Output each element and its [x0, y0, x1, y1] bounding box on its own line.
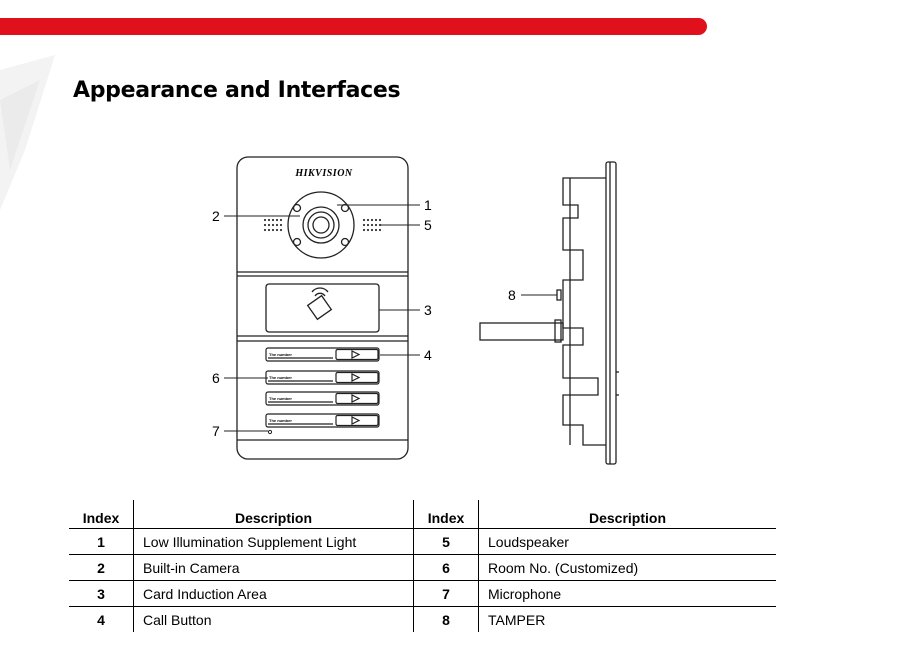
microphone-hole — [267, 429, 273, 435]
index-cell: 7 — [413, 580, 479, 607]
callout-lines — [224, 204, 557, 432]
description-cell: Card Induction Area — [133, 580, 414, 607]
speaker-grille-left — [263, 218, 283, 232]
callout-7: 7 — [212, 423, 220, 439]
speaker-grille-right — [362, 218, 382, 232]
description-cell: Call Button — [133, 606, 414, 632]
description-cell: Room No. (Customized) — [478, 554, 776, 581]
callout-4: 4 — [424, 347, 432, 363]
description-cell: Microphone — [478, 580, 776, 607]
decorative-watermark-shape — [0, 55, 55, 210]
button-label-4: The number — [269, 418, 292, 423]
button-label-2: The number — [269, 375, 292, 380]
button-label-3: The number — [269, 396, 292, 401]
table-row: 2 Built-in Camera 6 Room No. (Customized… — [69, 554, 776, 581]
callout-5: 5 — [424, 217, 432, 233]
index-cell: 1 — [69, 528, 134, 555]
index-cell: 2 — [69, 554, 134, 581]
table-row: 1 Low Illumination Supplement Light 5 Lo… — [69, 528, 776, 555]
index-cell: 3 — [69, 580, 134, 607]
callout-3: 3 — [424, 302, 432, 318]
built-in-camera — [287, 191, 355, 259]
call-buttons — [265, 347, 380, 428]
description-cell: TAMPER — [478, 606, 776, 632]
page-title: Appearance and Interfaces — [73, 78, 401, 103]
description-cell: Built-in Camera — [133, 554, 414, 581]
header-index: Index — [413, 500, 479, 529]
header-description: Description — [478, 500, 776, 529]
index-cell: 8 — [413, 606, 479, 632]
index-cell: 4 — [97, 611, 105, 628]
index-cell: 5 — [413, 528, 479, 555]
table-header-row: Index Description Index Description — [69, 500, 776, 529]
callout-1: 1 — [424, 197, 432, 213]
header-index: Index — [69, 500, 134, 529]
side-view — [479, 161, 619, 465]
callout-6: 6 — [212, 370, 220, 386]
description-cell: Low Illumination Supplement Light — [133, 528, 414, 555]
interfaces-table: Index Description Index Description 1 Lo… — [69, 500, 776, 632]
header-accent-bar — [0, 18, 707, 35]
device-diagram — [224, 156, 619, 465]
button-label-1: The number — [269, 352, 292, 357]
callout-2: 2 — [212, 208, 220, 224]
header-description: Description — [133, 500, 414, 529]
callout-8: 8 — [508, 287, 516, 303]
brand-logo: HIKVISION — [295, 168, 353, 179]
card-induction-area — [265, 283, 380, 333]
table-row: 3 Card Induction Area 7 Microphone — [69, 580, 776, 607]
table-row: 4 Call Button 8 TAMPER — [69, 606, 776, 632]
description-cell: Loudspeaker — [478, 528, 776, 555]
front-view — [236, 156, 409, 460]
index-cell: 6 — [413, 554, 479, 581]
